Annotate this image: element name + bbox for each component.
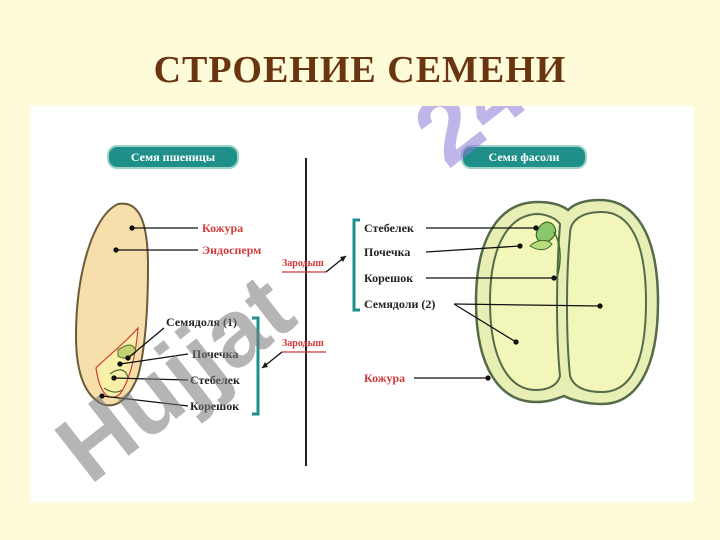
center-label-zarodysh-top: Зародыш bbox=[282, 258, 324, 269]
wheat-badge: Семя пшеницы bbox=[107, 145, 239, 169]
wheat-label-semyadolya: Семядоля (1) bbox=[166, 315, 237, 329]
wheat-label-stebelek: Стебелек bbox=[190, 373, 240, 387]
wheat-label-kozhura: Кожура bbox=[202, 221, 243, 235]
bean-label-stebelek: Стебелек bbox=[364, 221, 414, 235]
bean-badge-label: Семя фасоли bbox=[489, 150, 560, 164]
page-title: СТРОЕНИЕ СЕМЕНИ bbox=[153, 49, 567, 91]
center-label-zarodysh-bottom: Зародыш bbox=[282, 338, 324, 349]
bean-seed bbox=[474, 198, 660, 406]
bean-label-semyadoli: Семядоли (2) bbox=[364, 297, 435, 311]
bean-badge: Семя фасоли bbox=[461, 145, 587, 169]
wheat-embryo-bracket bbox=[252, 316, 260, 416]
wheat-badge-label: Семя пшеницы bbox=[131, 150, 216, 164]
wheat-label-pochechka: Почечка bbox=[192, 347, 238, 361]
wheat-label-koreshok: Корешок bbox=[190, 399, 239, 413]
zarodysh-bottom-arrowhead bbox=[262, 362, 268, 368]
bean-embryo-bracket bbox=[352, 218, 360, 312]
seed-structure-diagram: Семя пшеницы Кожура Эндосперм Семядоля (… bbox=[37, 106, 660, 502]
wheat-leaders bbox=[99, 225, 198, 407]
seed-diagram-panel: Семя пшеницы Кожура Эндосперм Семядоля (… bbox=[30, 106, 694, 502]
zarodysh-top-arrowhead bbox=[340, 256, 346, 262]
bean-label-koreshok: Корешок bbox=[364, 271, 413, 285]
bean-label-kozhura: Кожура bbox=[364, 371, 405, 385]
bean-label-pochechka: Почечка bbox=[364, 245, 410, 259]
bean-leaders bbox=[414, 225, 603, 381]
wheat-label-endosperm: Эндосперм bbox=[202, 243, 261, 257]
